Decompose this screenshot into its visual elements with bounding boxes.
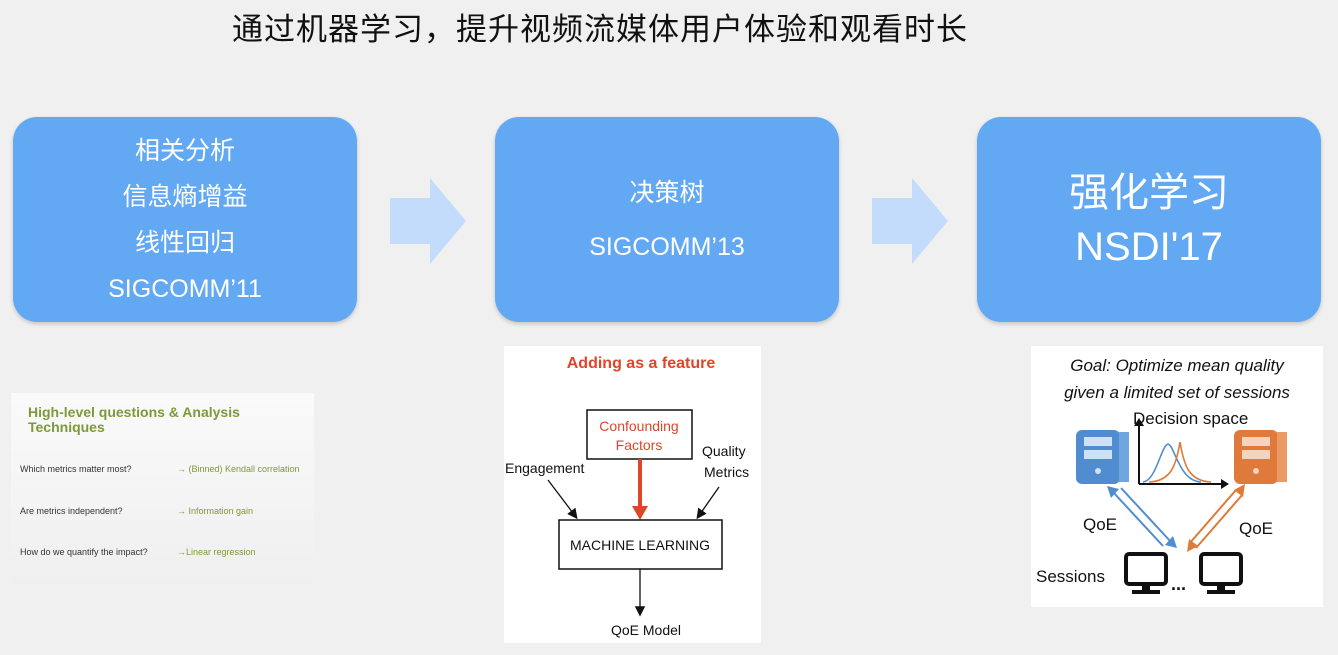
decision-space-label: Decision space <box>1133 409 1248 428</box>
stage-box-reinforcement-learning: 强化学习 NSDI'17 <box>977 117 1321 322</box>
qoe-arrow-left <box>1107 486 1177 548</box>
goal-text: Goal: Optimize mean quality given a limi… <box>1031 352 1323 406</box>
thumbnail-heading: High-level questions & Analysis Techniqu… <box>28 404 240 435</box>
sessions-label: Sessions <box>1036 567 1105 586</box>
machine-learning-box <box>558 519 723 570</box>
server-icon-right <box>1234 430 1287 484</box>
quality-label: Quality <box>702 443 746 459</box>
machine-learning-label: MACHINE LEARNING <box>570 537 710 553</box>
engagement-arrow <box>547 479 578 520</box>
stage-box-correlation: 相关分析 信息熵增益 线性回归 SIGCOMM’11 <box>13 117 357 322</box>
confounding-arrow-head <box>632 506 648 520</box>
output-label: QoE Model <box>611 622 681 638</box>
stage-venue: SIGCOMM’13 <box>589 232 745 261</box>
flow-arrow-1 <box>390 178 466 264</box>
stage-venue: NSDI'17 <box>1075 224 1223 269</box>
quality-arrow <box>696 486 720 520</box>
technique-text: → Information gain <box>177 506 254 516</box>
monitor-icon-right <box>1199 552 1243 594</box>
question-text: Which metrics matter most? <box>20 464 132 474</box>
monitor-icon-left <box>1124 552 1168 594</box>
flow-arrow-2 <box>872 178 948 264</box>
qoe-label-left: QoE <box>1083 515 1117 534</box>
page-title: 通过机器学习，提升视频流媒体用户体验和观看时长 <box>232 12 968 48</box>
confounding-box <box>586 409 693 460</box>
diagram-title: Adding as a feature <box>567 355 716 372</box>
confounding-label: Factors <box>616 437 663 453</box>
goal-line: given a limited set of sessions <box>1064 383 1290 402</box>
confounding-label: Confounding <box>599 418 678 434</box>
question-text: How do we quantify the impact? <box>20 547 148 557</box>
question-text: Are metrics independent? <box>20 506 123 516</box>
stage-line: 线性回归 <box>134 227 235 257</box>
stage-line: 信息熵增益 <box>122 181 248 211</box>
ellipsis-text: ... <box>1171 574 1186 594</box>
stage-venue: SIGCOMM’11 <box>108 274 262 303</box>
technique-text: →Linear regression <box>177 547 256 557</box>
stage-box-decision-tree: 决策树 SIGCOMM’13 <box>495 117 839 322</box>
server-icon-left <box>1076 430 1129 484</box>
qoe-label-right: QoE <box>1239 519 1273 538</box>
goal-line: Goal: Optimize mean quality <box>1070 356 1284 375</box>
stage-line: 相关分析 <box>134 135 235 165</box>
stage-line: 强化学习 <box>1069 169 1229 216</box>
distribution-plot <box>1134 418 1229 489</box>
stage-line: 决策树 <box>629 177 705 207</box>
engagement-label: Engagement <box>505 460 585 476</box>
qoe-arrow-right <box>1187 484 1245 552</box>
slide-thumbnail-feature: Adding as a feature Confounding Factors … <box>504 346 761 643</box>
slide-thumbnail-rl: Goal: Optimize mean quality given a limi… <box>1031 346 1323 607</box>
slide-thumbnail-analysis: High-level questions & Analysis Techniqu… <box>11 393 314 585</box>
technique-text: → (Binned) Kendall correlation <box>177 464 300 474</box>
quality-label: Metrics <box>704 464 749 480</box>
